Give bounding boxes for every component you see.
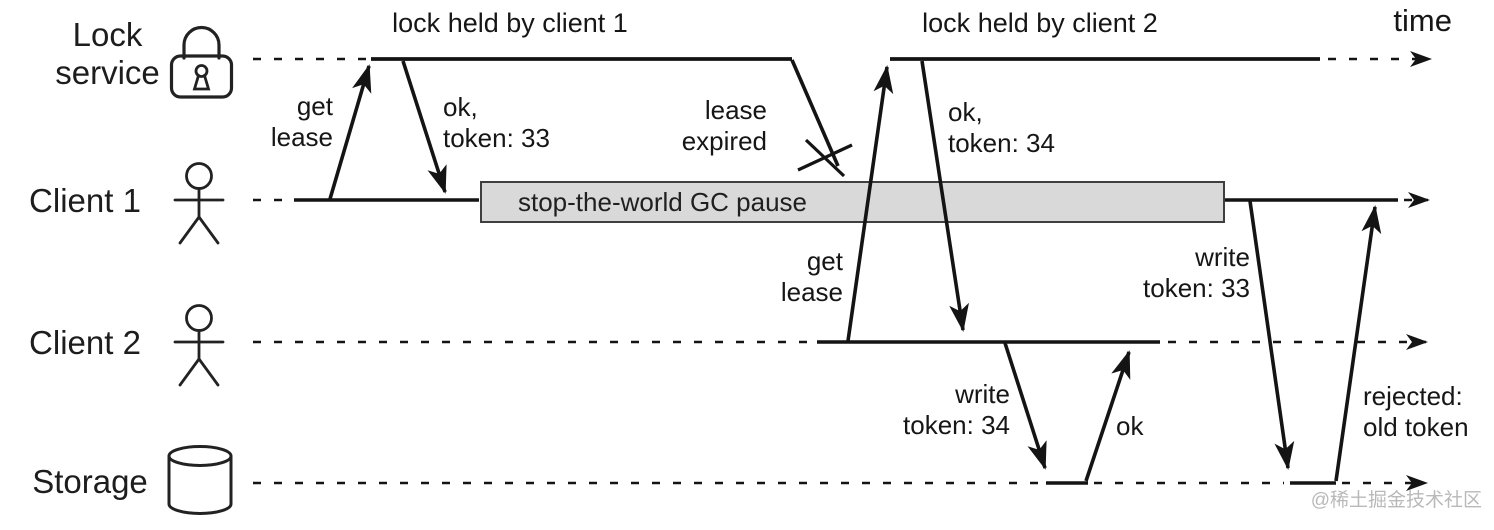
lease-expired-line — [790, 59, 840, 167]
label-client1-get-lease: get lease — [270, 91, 333, 152]
label-write-token-33: write token: 33 — [1143, 242, 1250, 303]
lock-held-by-client2-label: lock held by client 2 — [922, 8, 1158, 38]
watermark: @稀土掘金技术社区 — [1310, 490, 1482, 511]
arrow-ok-token-34 — [920, 60, 969, 332]
arrow-write-33-rejected — [1334, 205, 1382, 482]
arrow-write-34-ok — [1084, 350, 1131, 482]
label-ok-token-34: ok, token: 34 — [948, 97, 1055, 158]
arrow-ok-token-33 — [401, 60, 447, 194]
gc-pause-label: stop-the-world GC pause — [518, 186, 808, 217]
arrow-write-token-33 — [1248, 200, 1295, 470]
label-write-34-ok: ok — [1116, 411, 1144, 441]
arrow-client2-get-lease — [846, 65, 894, 342]
arrow-client1-get-lease — [328, 64, 372, 200]
database-cylinder-icon — [167, 445, 233, 515]
actor-label-storage: Storage — [32, 463, 148, 500]
lock-held-by-client1-label: lock held by client 1 — [392, 8, 628, 38]
label-write-token-34: write token: 34 — [903, 379, 1010, 440]
label-ok-token-33: ok, token: 33 — [443, 92, 550, 153]
actor-label-client1: Client 1 — [29, 182, 141, 219]
person-icon — [173, 162, 225, 245]
padlock-icon — [169, 25, 234, 99]
person-icon — [173, 304, 225, 387]
time-axis-label: time — [1393, 3, 1452, 38]
label-client2-get-lease: get lease — [780, 246, 843, 307]
gc-pause-box: stop-the-world GC pause — [480, 181, 1225, 223]
actor-label-lock-service: Lock service — [55, 16, 160, 91]
arrow-write-token-34 — [1003, 342, 1047, 470]
label-lease-expired: lease expired — [681, 95, 767, 156]
label-rejected-old-token: rejected: old token — [1363, 381, 1469, 442]
lease-expired-x-mark — [804, 138, 846, 178]
actor-label-client2: Client 2 — [29, 324, 141, 361]
